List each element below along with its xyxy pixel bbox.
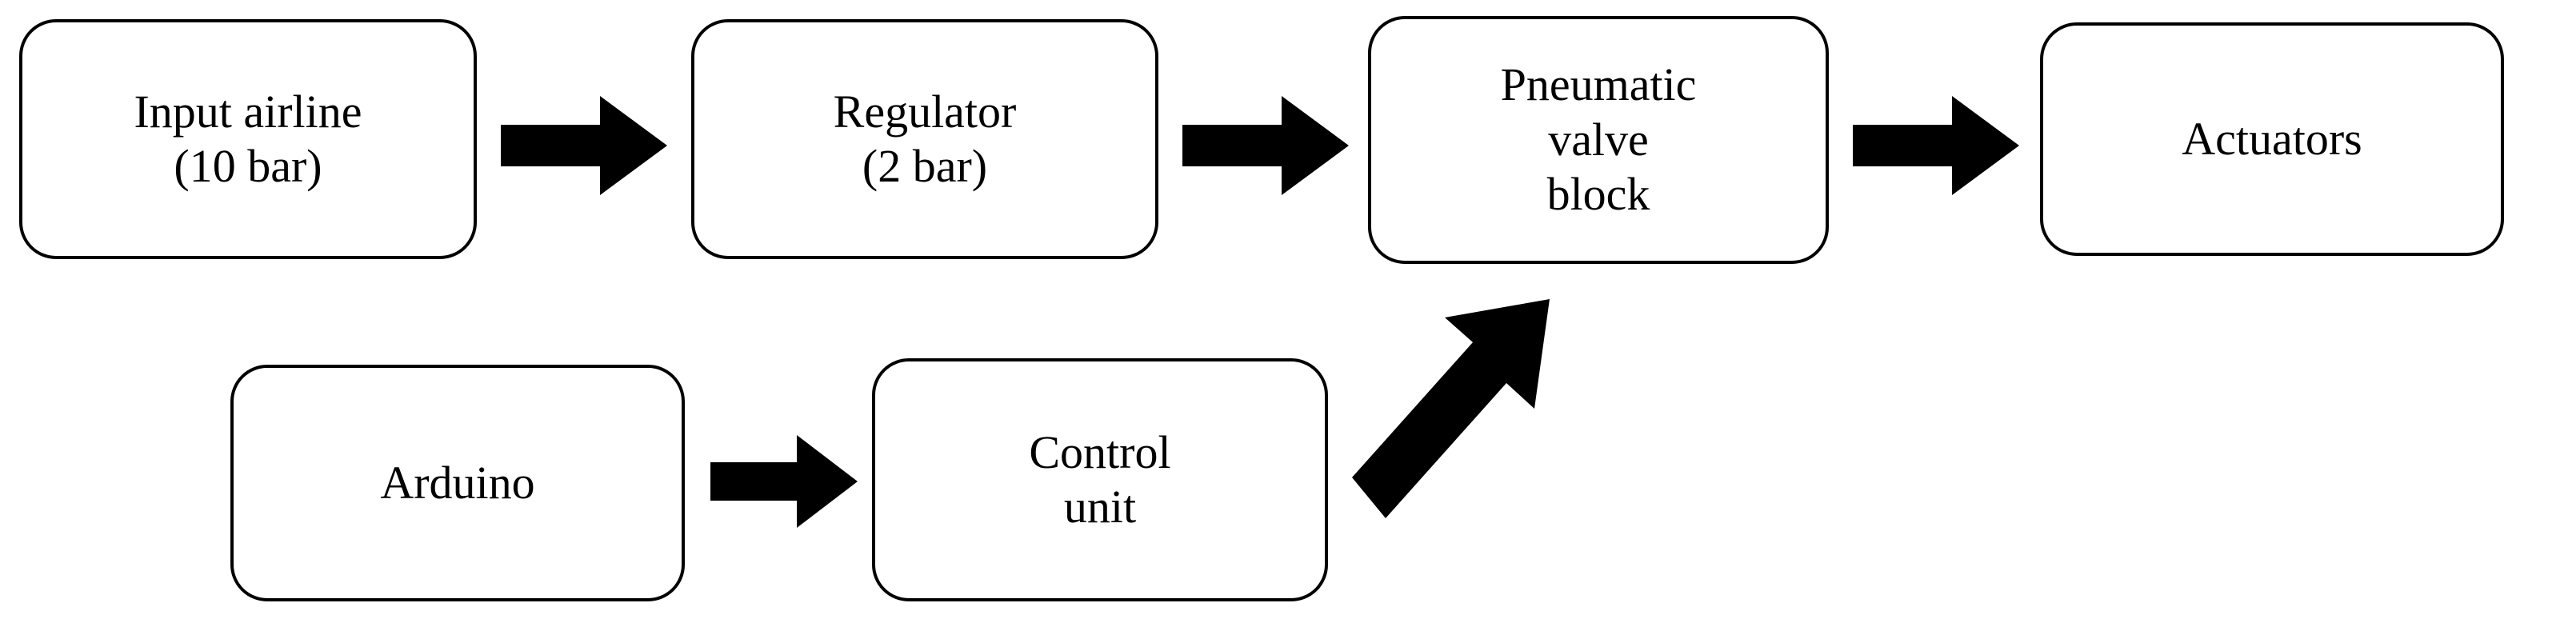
arrow-right-icon-input-to-regulator bbox=[501, 96, 667, 195]
node-control-unit[interactable]: Control unit bbox=[872, 358, 1328, 601]
node-regulator[interactable]: Regulator (2 bar) bbox=[691, 19, 1158, 259]
node-actuators[interactable]: Actuators bbox=[2040, 22, 2504, 256]
node-label-pneumatic-valve-block: Pneumatic valve block bbox=[1500, 58, 1697, 221]
node-pneumatic-valve-block[interactable]: Pneumatic valve block bbox=[1368, 16, 1829, 264]
node-label-actuators: Actuators bbox=[2182, 112, 2362, 165]
node-label-input-airline: Input airline (10 bar) bbox=[134, 85, 362, 192]
arrow-right-icon-valve-to-actuators bbox=[1853, 96, 2019, 195]
node-label-control-unit: Control unit bbox=[1029, 425, 1171, 533]
arrow-right-icon-regulator-to-valve bbox=[1182, 96, 1349, 195]
node-label-arduino: Arduino bbox=[380, 456, 535, 509]
arrow-up-right-icon-control-unit-to-valve bbox=[1352, 291, 1560, 525]
node-input-airline[interactable]: Input airline (10 bar) bbox=[19, 19, 477, 259]
node-arduino[interactable]: Arduino bbox=[230, 365, 685, 601]
node-label-regulator: Regulator (2 bar) bbox=[833, 85, 1017, 192]
arrow-right-icon-arduino-to-control-unit bbox=[710, 435, 858, 528]
